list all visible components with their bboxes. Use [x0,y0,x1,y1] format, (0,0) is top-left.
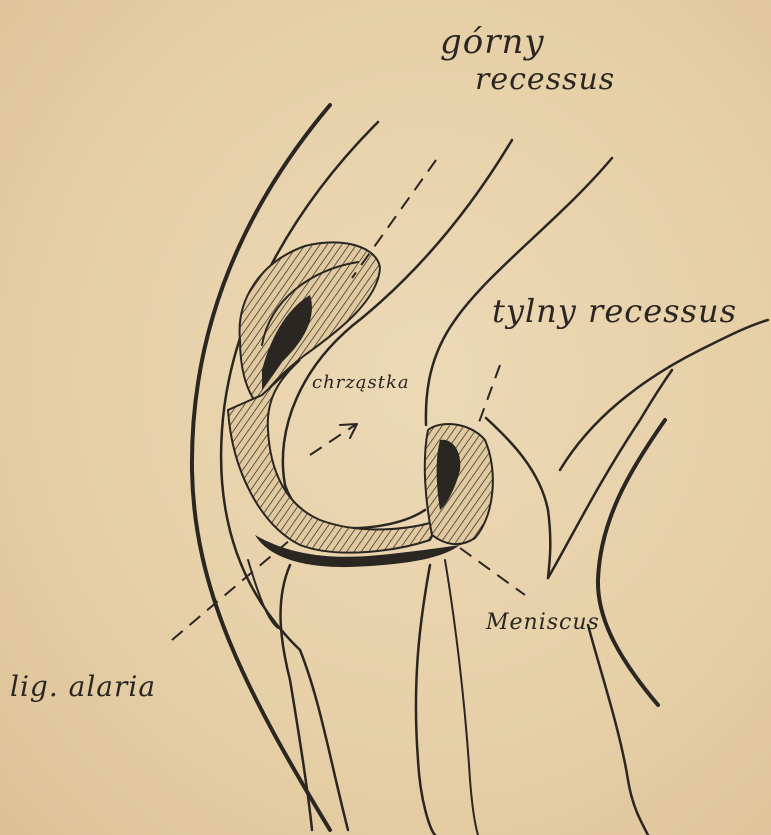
posterior-line-4 [598,420,665,705]
leader-cartilage [310,425,355,455]
posterior-line-1 [486,418,550,578]
label-chrzastka: chrząstka [312,372,410,393]
posterior-line-3 [560,320,768,470]
posterior-line-2 [548,370,672,578]
leader-posterior-recess [478,365,500,425]
label-meniscus: Meniscus [486,610,600,635]
label-recessus-top: recessus [475,62,615,97]
tibia-outline-center-2 [445,560,478,835]
leader-meniscus [460,548,525,595]
posterior-condyle [425,424,493,544]
label-tylny-recessus: tylny recessus [492,292,737,330]
leader-lig-alaria [172,540,290,640]
tibia-outline-center [416,565,435,835]
tibia-outline-left [281,565,312,830]
tibia-plateau-line [248,560,278,628]
label-gorny: górny [440,22,545,62]
label-lig-alaria: lig. alaria [10,670,156,703]
posterior-line-5 [588,625,648,835]
